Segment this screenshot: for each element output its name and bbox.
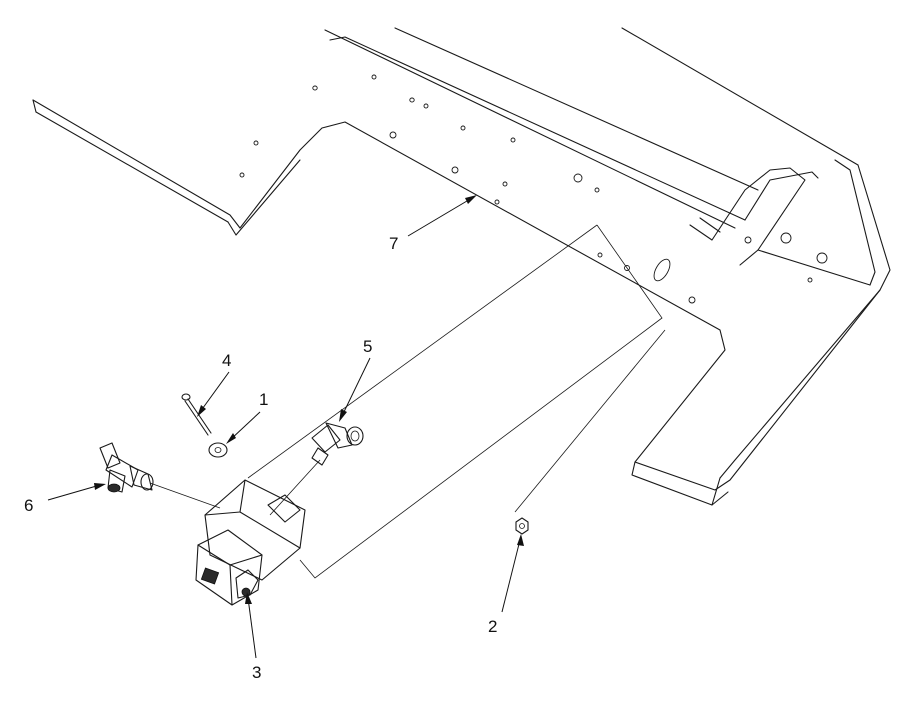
- washer: [208, 442, 228, 458]
- elbow-fitting: [311, 422, 364, 466]
- callout-7: 7: [389, 195, 477, 253]
- callout-2: 2: [488, 534, 524, 636]
- callout-5: 5: [339, 337, 372, 422]
- callout-label-3: 3: [252, 663, 261, 682]
- screw: [181, 393, 212, 436]
- callout-label-2: 2: [488, 617, 497, 636]
- callout-3: 3: [245, 592, 261, 682]
- nut: [515, 517, 529, 535]
- callout-label-6: 6: [24, 496, 33, 515]
- callout-6: 6: [24, 483, 106, 515]
- callout-label-4: 4: [222, 351, 231, 370]
- callout-label-7: 7: [389, 234, 398, 253]
- assembly-centerlines: [149, 329, 666, 516]
- callout-label-1: 1: [259, 390, 268, 409]
- valve-mounting-plate-outline: [247, 224, 663, 579]
- callout-1: 1: [226, 390, 268, 444]
- tee-fitting: [99, 442, 154, 493]
- solenoid-valve: [195, 479, 306, 606]
- mounting-bracket-frame: [32, 27, 891, 506]
- callout-4: 4: [197, 351, 231, 417]
- callout-label-5: 5: [363, 337, 372, 356]
